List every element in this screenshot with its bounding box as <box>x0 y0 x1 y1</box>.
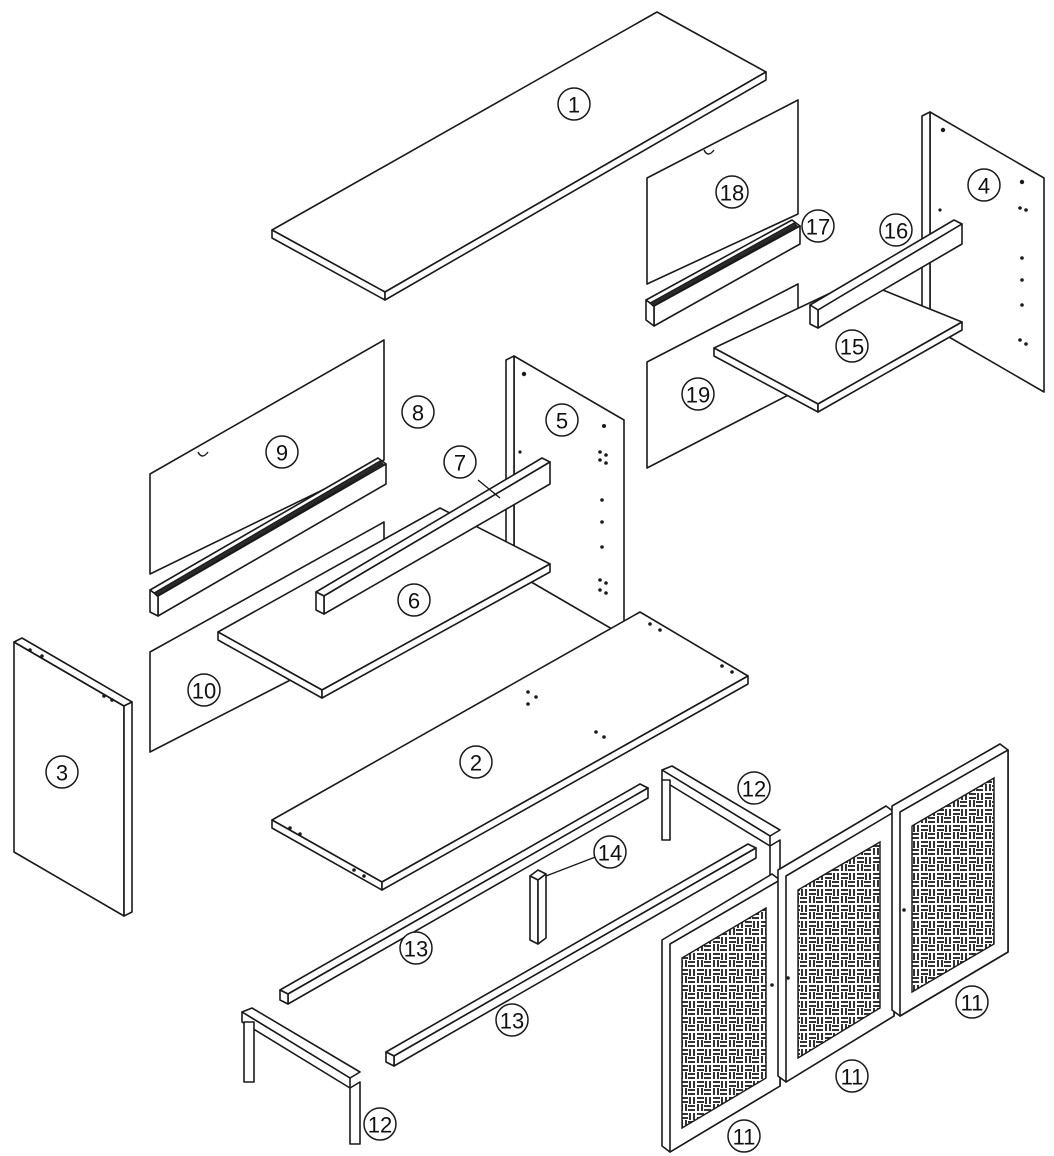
svg-text:11: 11 <box>841 1065 864 1090</box>
svg-text:17: 17 <box>806 215 830 240</box>
svg-text:6: 6 <box>408 589 420 614</box>
svg-text:12: 12 <box>742 777 766 802</box>
svg-text:5: 5 <box>556 409 568 434</box>
label-part-10: 10 <box>187 673 221 707</box>
svg-text:4: 4 <box>978 174 990 199</box>
svg-text:13: 13 <box>404 937 428 962</box>
svg-text:1: 1 <box>568 93 580 118</box>
part-11-door-left <box>661 873 781 1153</box>
label-part-19: 19 <box>681 377 715 411</box>
label-part-3: 3 <box>45 755 79 789</box>
part-8-rail <box>149 457 387 617</box>
label-part-4: 4 <box>967 168 1001 202</box>
label-part-12-lower: 12 <box>363 1107 397 1141</box>
label-part-8: 8 <box>401 395 435 429</box>
label-part-18: 18 <box>715 175 749 209</box>
svg-text:7: 7 <box>454 451 466 476</box>
part-17-rail <box>645 219 801 327</box>
svg-text:2: 2 <box>470 751 482 776</box>
part-16-rail <box>809 219 963 329</box>
svg-text:14: 14 <box>598 841 622 866</box>
label-part-15: 15 <box>835 329 869 363</box>
label-part-1: 1 <box>557 87 591 121</box>
svg-text:19: 19 <box>686 383 710 408</box>
part-11-door-middle <box>777 805 895 1083</box>
label-part-12-upper: 12 <box>737 771 771 805</box>
label-part-6: 6 <box>397 583 431 617</box>
label-part-11-middle: 11 <box>835 1059 869 1093</box>
svg-text:11: 11 <box>733 1125 756 1150</box>
svg-text:13: 13 <box>500 1009 524 1034</box>
label-part-13-upper: 13 <box>399 931 433 965</box>
label-part-16: 16 <box>879 213 913 247</box>
part-7-rail <box>315 457 551 615</box>
label-part-7: 7 <box>443 445 477 479</box>
svg-text:8: 8 <box>412 401 424 426</box>
part-6-shelf <box>217 507 551 699</box>
part-13-rail-upper <box>279 783 649 1005</box>
svg-text:10: 10 <box>192 679 216 704</box>
label-part-11-right: 11 <box>955 985 989 1019</box>
label-part-17: 17 <box>801 209 835 243</box>
svg-text:11: 11 <box>961 991 984 1016</box>
label-part-9: 9 <box>265 435 299 469</box>
label-part-11-left: 11 <box>727 1119 761 1153</box>
part-13-rail-lower <box>385 843 757 1067</box>
part-11-door-right <box>891 743 1009 1017</box>
part-12-leg-frame-lower <box>241 1007 361 1145</box>
svg-text:12: 12 <box>368 1113 392 1138</box>
svg-text:3: 3 <box>56 761 68 786</box>
svg-text:15: 15 <box>840 335 864 360</box>
part-1-top-panel <box>271 11 767 301</box>
svg-text:18: 18 <box>720 181 744 206</box>
svg-text:9: 9 <box>276 441 288 466</box>
label-part-5: 5 <box>545 403 579 437</box>
label-part-13-lower: 13 <box>495 1003 529 1037</box>
part-2-bottom-panel <box>271 611 749 891</box>
svg-text:16: 16 <box>884 219 908 244</box>
label-part-14: 14 <box>593 835 627 869</box>
label-part-2: 2 <box>459 745 493 779</box>
part-14-center-leg <box>529 855 599 945</box>
